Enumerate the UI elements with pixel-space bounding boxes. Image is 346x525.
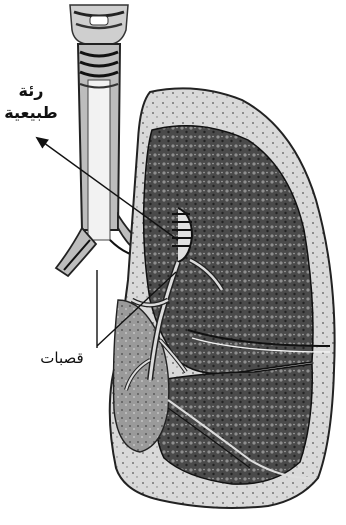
larynx <box>70 5 128 44</box>
trachea <box>78 44 120 240</box>
label-healthy-lung-line2: طبيعية <box>2 102 60 124</box>
lung <box>110 88 335 508</box>
label-healthy-lung-line1: رئة <box>2 80 60 102</box>
label-bronchi: قصبات <box>32 348 92 368</box>
label-healthy-lung: رئة طبيعية <box>2 80 60 124</box>
